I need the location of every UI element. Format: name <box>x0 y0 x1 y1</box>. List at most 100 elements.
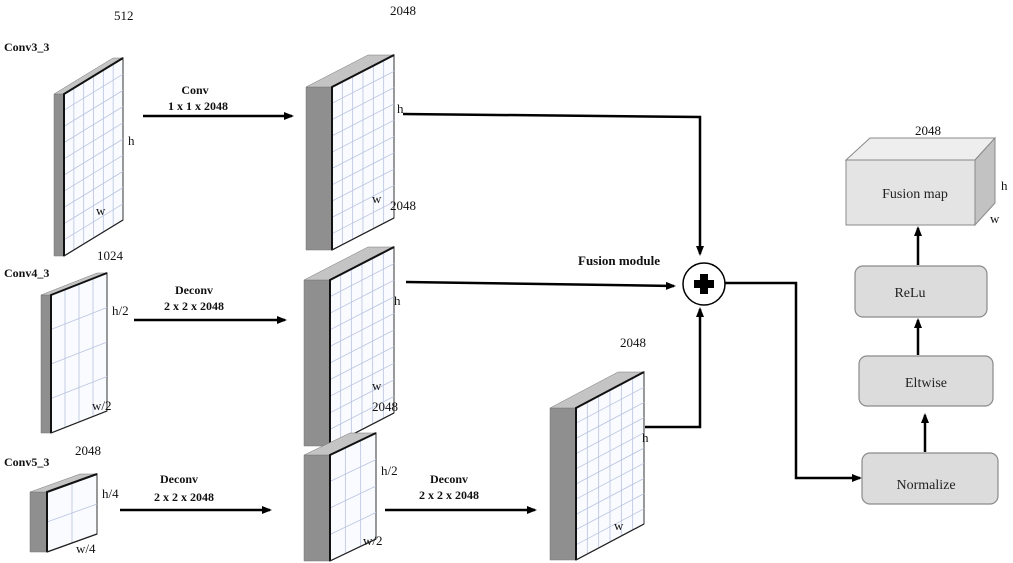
feature-map-m3-bottom-edge <box>329 538 377 562</box>
feature-map-m3-edge <box>329 432 377 561</box>
layer-width-conv5: w/4 <box>76 541 96 556</box>
feature-map-conv3-grid-row <box>63 203 124 241</box>
map-height-m3: h/2 <box>381 463 398 478</box>
feature-map-conv5-edge <box>46 473 98 552</box>
feature-map-m4 <box>549 371 645 561</box>
layer-width-conv3: w <box>96 203 106 218</box>
feature-map-m4-grid-row <box>575 432 645 470</box>
layer-height-conv5: h/4 <box>102 486 119 501</box>
connector-m4-to-fusion <box>645 307 704 429</box>
feature-map-m4-grid-row <box>575 386 645 424</box>
layer-name-conv5: Conv5_3 <box>4 455 49 469</box>
connector-fusion-to-normalize <box>725 281 862 482</box>
feature-map-m2 <box>303 246 395 447</box>
feature-map-m1-edge <box>331 54 395 250</box>
feature-map-conv3-grid-row <box>63 187 124 224</box>
feature-map-m2-edge <box>329 246 395 446</box>
feature-map-m4-grid-row <box>575 447 645 485</box>
map-width-m3: w/2 <box>363 533 383 548</box>
feature-map-m4-grid-row <box>575 462 645 500</box>
feature-map-m2-grid-row <box>329 329 395 364</box>
feature-map-conv3-grid-row <box>63 73 124 111</box>
map-channels-m4: 2048 <box>620 335 646 350</box>
map-width-m1: w <box>372 191 382 206</box>
feature-map-conv3 <box>53 57 124 257</box>
feature-map-m2-grid-row <box>329 379 395 414</box>
feature-map-conv3-grid-row <box>63 106 124 143</box>
feature-map-m1-bottom-edge <box>331 217 395 251</box>
feature-map-m2-side <box>303 279 331 447</box>
connector-m1-to-fusion <box>402 112 704 256</box>
op-name-deconv-1: Deconv <box>175 283 213 297</box>
feature-map-conv3-side <box>53 93 65 257</box>
feature-map-conv3-grid-row <box>63 90 124 127</box>
feature-map-m1-grid-row <box>331 103 395 137</box>
layer-height-conv3: h <box>128 133 135 148</box>
feature-map-m1-side <box>305 86 333 251</box>
map-channels-m3: 2048 <box>372 399 398 414</box>
eltwise-box: Eltwise <box>858 355 994 407</box>
map-height-m2: h <box>394 293 401 308</box>
fusion-map-block: Fusion map <box>844 136 997 227</box>
eltwise-label: Eltwise <box>905 376 947 391</box>
feature-map-conv3-grid-row <box>63 138 124 176</box>
feature-map-conv4-edge <box>50 272 108 433</box>
feature-map-m3-grid-row <box>329 459 377 482</box>
op-kernel-deconv-3: 2 x 2 x 2048 <box>419 488 479 502</box>
feature-map-conv4-grid-row <box>50 341 108 365</box>
feature-map-m1-grid-row <box>331 136 395 169</box>
feature-map-conv3-grid-row <box>63 122 124 160</box>
feature-map-m2-grid-row <box>329 263 395 297</box>
feature-map-m4-grid-row <box>575 493 645 530</box>
feature-map-m1-grid-row <box>331 87 395 120</box>
feature-map-m1-grid-row <box>331 168 395 202</box>
feature-map-conv4-grid-row <box>50 307 108 330</box>
feature-map-conv3-grid-row <box>63 154 124 192</box>
feature-map-m1-grid-row <box>331 119 395 153</box>
map-channels-m1: 2048 <box>390 3 416 18</box>
feature-map-m4-grid-row <box>575 402 645 439</box>
layer-channels-conv5: 2048 <box>75 443 101 458</box>
feature-map-conv4-bottom-edge <box>50 410 108 434</box>
feature-map-m3-grid-row <box>329 512 377 535</box>
feature-map-m1-grid-row <box>331 201 395 235</box>
layer-height-conv4: h/2 <box>112 303 129 318</box>
feature-map-m4-edge <box>575 371 645 560</box>
feature-map-conv4-grid-row <box>50 376 108 399</box>
layer-name-conv4: Conv4_3 <box>4 266 49 280</box>
feature-map-m2-grid-row <box>329 346 395 380</box>
fusion-map-label: Fusion map <box>882 187 948 202</box>
feature-map-conv5 <box>29 473 98 553</box>
feature-map-m3 <box>303 432 377 562</box>
feature-map-m1-grid-row <box>331 152 395 186</box>
feature-map-m2-grid-row <box>329 279 395 314</box>
feature-map-m4-bottom-edge <box>575 523 645 561</box>
feature-map-m4-side <box>549 407 577 561</box>
feature-map-m4-grid-row <box>575 508 645 546</box>
feature-map-m4-grid-row <box>575 417 645 454</box>
op-kernel-conv: 1 x 1 x 2048 <box>168 99 228 113</box>
feature-map-conv5-bottom-edge <box>46 533 98 553</box>
feature-map-m4-grid-row <box>575 478 645 515</box>
op-name-conv: Conv <box>181 83 208 97</box>
fusion-add-icon <box>682 262 726 306</box>
normalize-box: Normalize <box>861 452 999 505</box>
feature-map-m3-side <box>303 454 331 562</box>
feature-map-m2-grid-row <box>329 296 395 331</box>
feature-map-m2-grid-row <box>329 313 395 347</box>
op-name-deconv-3: Deconv <box>430 472 468 486</box>
feature-map-m1-grid-row <box>331 185 395 218</box>
feature-map-conv3-bottom-edge <box>63 219 124 257</box>
fusion-module-label: Fusion module <box>578 253 660 268</box>
fusion-map-height: h <box>1001 178 1008 193</box>
feature-map-m2-grid-row <box>329 362 395 397</box>
map-height-m1: h <box>397 101 404 116</box>
feature-map-m3-grid-row <box>329 485 377 509</box>
op-kernel-deconv-2: 2 x 2 x 2048 <box>154 490 214 504</box>
fusion-map-width: w <box>990 211 1000 226</box>
feature-map-m1 <box>305 54 395 251</box>
relu-label: ReLu <box>894 286 925 301</box>
feature-map-conv3-grid-row <box>63 171 124 208</box>
layer-channels-conv3: 512 <box>114 8 134 23</box>
